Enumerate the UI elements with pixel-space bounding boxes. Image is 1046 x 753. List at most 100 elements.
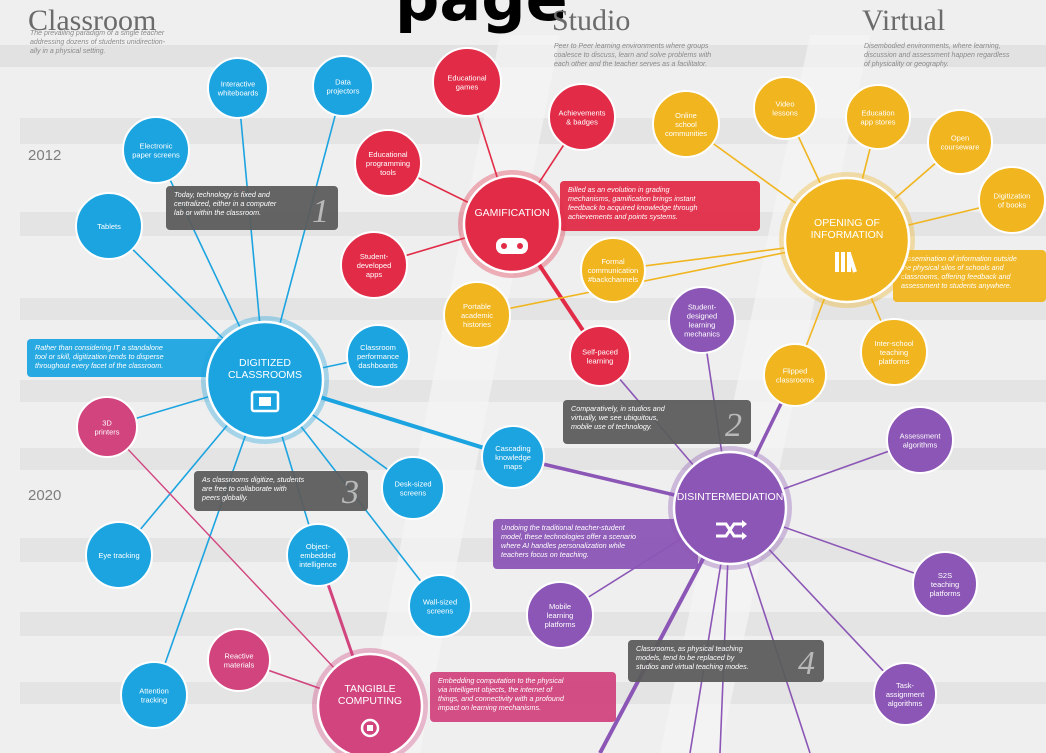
hub-label: TANGIBLE	[344, 683, 395, 695]
column-description: addressing dozens of students unidirecti…	[30, 39, 166, 46]
node-label: learning	[587, 357, 614, 366]
node-label: communication	[588, 266, 638, 275]
node-label: screens	[400, 489, 427, 498]
annotation-box: Classrooms, as physical teachingmodels, …	[628, 640, 824, 682]
column-description: each other and the teacher serves as a f…	[554, 61, 707, 68]
annotation-text: throughout every facet of the classroom.	[35, 361, 163, 370]
annotation-text: centralized, either in a computer	[174, 199, 277, 208]
node-circle	[120, 661, 188, 729]
node-label: games	[456, 83, 479, 92]
annotation-text: Embedding computation to the physical	[438, 676, 564, 685]
node-label: Cascading	[495, 444, 530, 453]
node-label: platforms	[879, 357, 910, 366]
node-circle	[381, 456, 445, 520]
node-eye-tracking: Eye tracking	[85, 521, 153, 589]
annotation-box: Undoing the traditional teacher-studentm…	[493, 519, 698, 569]
annotation-text: Today, technology is fixed and	[174, 190, 271, 199]
annotation-text: Dissemination of information outside	[901, 254, 1017, 263]
column-title-virtual: Virtual	[862, 4, 945, 37]
node-circle	[354, 129, 422, 197]
hub-disintermediation: DISINTERMEDIATION	[668, 446, 792, 570]
node-label: Tablets	[97, 222, 121, 231]
node-label: school	[675, 120, 697, 129]
node-circle	[927, 109, 993, 175]
annotation-text: model, these technologies offer a scenar…	[501, 532, 636, 541]
node-label: of books	[998, 201, 1027, 210]
annotation-number: 3	[341, 474, 359, 511]
node-label: Attention	[139, 687, 169, 696]
node-label: 3D	[102, 419, 112, 428]
annotation-box: Dissemination of information outsidethe …	[893, 250, 1046, 302]
node-label: Portable	[463, 302, 491, 311]
node-label: Electronic	[140, 142, 173, 151]
annotation-number: 2	[725, 407, 742, 444]
annotation-text: Comparatively, in studios and	[571, 404, 666, 413]
annotation-text: studios and virtual teaching modes.	[636, 662, 749, 671]
node-label: Educational	[447, 74, 487, 83]
node-label: materials	[224, 661, 255, 670]
year-label-2012: 2012	[28, 147, 61, 164]
node-label: printers	[94, 428, 119, 437]
node-label: platforms	[930, 589, 961, 598]
node-label: #backchannels	[588, 275, 638, 284]
node-label: Flipped	[783, 367, 808, 376]
node-label: teaching	[931, 580, 959, 589]
node-label: Education	[861, 109, 894, 118]
hub-label: GAMIFICATION	[474, 207, 549, 219]
node-label: algorithms	[888, 699, 923, 708]
column-title-studio: Studio	[552, 4, 630, 37]
annotation-box-bg	[628, 640, 824, 682]
node-label: knowledge	[495, 453, 531, 462]
header: pageClassroomThe prevailing paradigm of …	[28, 0, 1010, 504]
node-label: Formal	[601, 257, 625, 266]
node-label: courseware	[941, 143, 980, 152]
node-label: algorithms	[903, 441, 938, 450]
annotation-text: lab or within the classroom.	[174, 208, 261, 217]
node-label: Inter-school	[874, 339, 914, 348]
node-circle	[481, 425, 545, 489]
node-label: Video	[775, 100, 794, 109]
node-label: Self-paced	[582, 348, 618, 357]
node-label: maps	[504, 462, 523, 471]
node-label: Task-	[896, 681, 914, 690]
node-label: developed	[357, 261, 392, 270]
annotation-text: peers globally.	[201, 493, 248, 502]
node-label: communities	[665, 129, 707, 138]
node-circle	[346, 324, 410, 388]
hand-icon	[360, 718, 380, 738]
node-label: intelligence	[299, 560, 337, 569]
node-circle	[580, 237, 646, 303]
node-label: dashboards	[358, 361, 397, 370]
node-label: academic	[461, 311, 493, 320]
node-circle	[432, 47, 502, 117]
annotation-text: teachers focus on teaching.	[501, 550, 589, 559]
node-circle	[763, 343, 827, 407]
node-label: Data	[335, 78, 352, 87]
hub-circle	[205, 320, 325, 440]
node-label: assignment	[886, 690, 925, 699]
connector-line	[106, 426, 371, 707]
node-circle	[845, 84, 911, 150]
node-label: mechanics	[684, 330, 720, 339]
annotation-text: mobile use of technology.	[571, 422, 652, 431]
annotation-text: things, and connectivity with a profound	[438, 694, 565, 703]
annotation-text: the physical silos of schools and	[901, 263, 1005, 272]
annotation-text: classrooms, offering feedback and	[901, 272, 1011, 281]
gamepad-icon	[496, 238, 528, 254]
